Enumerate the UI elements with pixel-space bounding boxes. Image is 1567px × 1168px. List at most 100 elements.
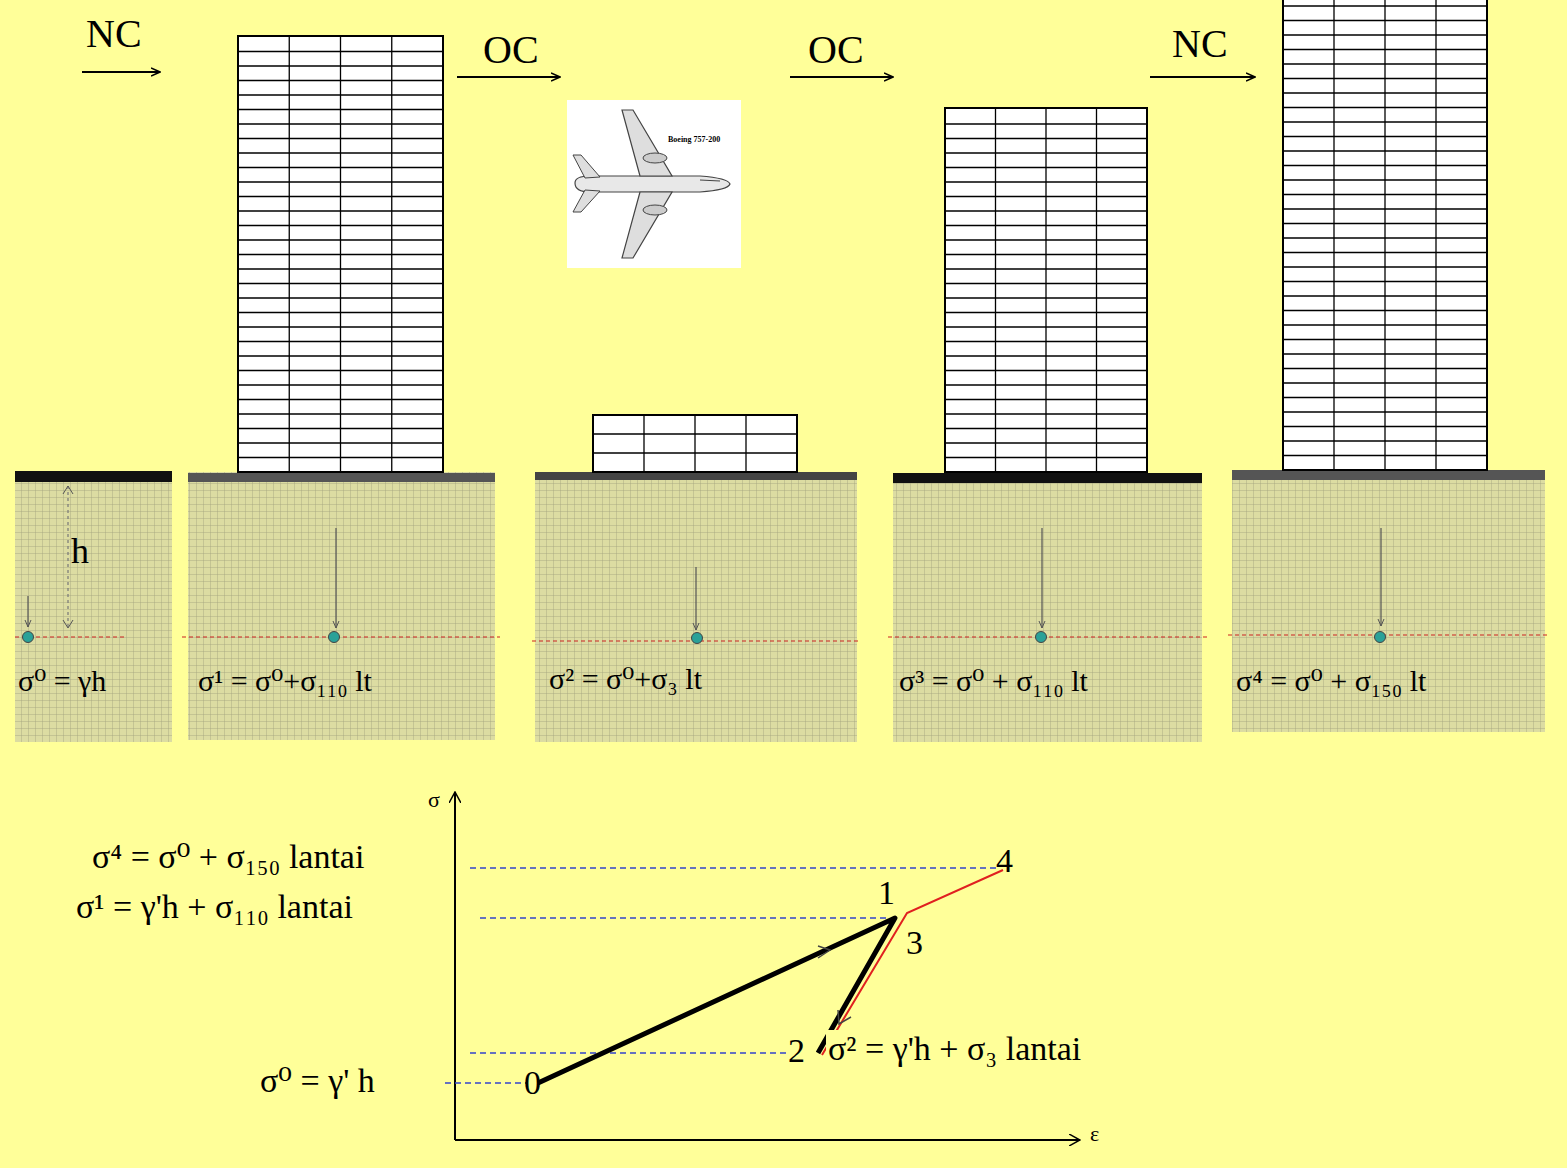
building-stroke xyxy=(238,341,443,342)
building-stroke xyxy=(995,108,996,472)
soil-panel: σ¹ = σ⁰+σ₁₁₀ lt xyxy=(188,472,495,740)
building-stroke xyxy=(1283,281,1487,282)
transition-arrows xyxy=(82,72,1255,77)
stress-formula: σ³ = σ⁰ + σ₁₁₀ lt xyxy=(899,664,1088,697)
building-stroke xyxy=(1283,324,1487,325)
building-stroke xyxy=(643,415,644,472)
axis-label-holder: ε xyxy=(1090,1122,1099,1146)
building-stroke xyxy=(238,312,443,313)
building-stroke xyxy=(945,312,1147,313)
building-stroke xyxy=(945,123,1147,124)
soil-panel: σ⁴ = σ⁰ + σ₁₅₀ lt xyxy=(1232,470,1545,732)
building-stroke xyxy=(1283,237,1487,238)
building-stroke xyxy=(945,326,1147,327)
building-stroke xyxy=(1283,5,1487,6)
building-stroke xyxy=(238,210,443,211)
building-stroke xyxy=(1283,440,1487,441)
building-stroke xyxy=(945,457,1147,458)
transition-label: OC xyxy=(483,28,539,72)
building-stroke xyxy=(945,268,1147,269)
building-stroke xyxy=(945,181,1147,182)
depth-label: h xyxy=(71,532,89,572)
axis-label: ε xyxy=(1090,1122,1099,1146)
stress-strain-graph xyxy=(445,792,1080,1140)
building xyxy=(945,108,1147,472)
transition-label: NC xyxy=(86,12,142,56)
point-number-holder: 2 xyxy=(788,1032,805,1069)
building-stroke xyxy=(945,384,1147,385)
stress-label: σ¹ = γ'h + σ₁₁₀ lantai xyxy=(74,888,355,925)
point-number-holder: 1 xyxy=(878,874,895,911)
building-stroke xyxy=(1283,49,1487,50)
building-stroke xyxy=(238,225,443,226)
building-stroke xyxy=(1283,136,1487,137)
building-stroke xyxy=(745,415,746,472)
building-stroke xyxy=(238,428,443,429)
building-stroke xyxy=(1283,368,1487,369)
stress-label-holder: σ⁰ = γ' h xyxy=(258,1062,377,1099)
point-number-holder: 4 xyxy=(996,842,1013,879)
building xyxy=(593,415,797,472)
building-stroke xyxy=(945,239,1147,240)
building-stroke xyxy=(945,297,1147,298)
soil-panel: h σ⁰ = γh xyxy=(15,472,172,742)
building-stroke xyxy=(1283,455,1487,456)
building-stroke xyxy=(1283,252,1487,253)
building-stroke xyxy=(1283,194,1487,195)
transition-label: OC xyxy=(808,28,864,72)
stress-formula: σ² = σ⁰+σ₃ lt xyxy=(549,662,702,695)
building-stroke xyxy=(238,123,443,124)
building-stroke xyxy=(1283,426,1487,427)
building-stroke xyxy=(945,355,1147,356)
stress-label-holder: σ¹ = γ'h + σ₁₁₀ lantai xyxy=(74,888,355,925)
stress-formula-holder: σ⁴ = σ⁰ + σ₁₅₀ lt xyxy=(1236,664,1426,697)
building-stroke xyxy=(945,152,1147,153)
building-stroke xyxy=(1283,353,1487,354)
building-stroke xyxy=(1283,179,1487,180)
building-stroke xyxy=(1283,63,1487,64)
building-stroke xyxy=(593,452,797,453)
depth-label-holder: h xyxy=(71,532,89,572)
building-stroke xyxy=(238,239,443,240)
building-stroke xyxy=(1283,266,1487,267)
building-stroke xyxy=(238,268,443,269)
building xyxy=(238,36,443,472)
building-stroke xyxy=(1283,208,1487,209)
building-stroke xyxy=(1283,92,1487,93)
axis-label: σ xyxy=(428,788,440,812)
building-stroke xyxy=(238,326,443,327)
building-stroke xyxy=(945,196,1147,197)
building-stroke xyxy=(945,254,1147,255)
building-stroke xyxy=(1435,0,1436,470)
stress-label-holder: σ⁴ = σ⁰ + σ₁₅₀ lantai xyxy=(90,838,366,875)
stress-formula-holder: σ² = σ⁰+σ₃ lt xyxy=(549,662,702,695)
building-stroke xyxy=(238,196,443,197)
building-stroke xyxy=(238,51,443,52)
building-stroke xyxy=(238,181,443,182)
soil-panel: σ² = σ⁰+σ₃ lt xyxy=(535,472,857,742)
building-stroke xyxy=(1045,108,1046,472)
building-stroke xyxy=(945,413,1147,414)
point-number: 2 xyxy=(788,1032,805,1069)
stress-formula-holder: σ⁰ = γh xyxy=(18,664,106,697)
stress-formula-holder: σ¹ = σ⁰+σ₁₁₀ lt xyxy=(198,664,372,697)
building-stroke xyxy=(1096,108,1097,472)
building-stroke xyxy=(238,370,443,371)
stress-label-holder: σ² = γ'h + σ₃ lantai xyxy=(826,1030,1083,1067)
point-number: 1 xyxy=(878,874,895,911)
stress-label: σ⁴ = σ⁰ + σ₁₅₀ lantai xyxy=(90,838,366,875)
stress-label: σ² = γ'h + σ₃ lantai xyxy=(826,1030,1083,1067)
point-number: 4 xyxy=(996,842,1013,879)
building-stroke xyxy=(238,442,443,443)
building-stroke xyxy=(945,210,1147,211)
building-stroke xyxy=(238,138,443,139)
building-stroke xyxy=(1283,34,1487,35)
building-stroke xyxy=(238,297,443,298)
building-stroke xyxy=(1283,339,1487,340)
building-stroke xyxy=(238,80,443,81)
building-stroke xyxy=(1283,411,1487,412)
building-stroke xyxy=(945,283,1147,284)
buildings xyxy=(238,0,1487,472)
building-stroke xyxy=(945,138,1147,139)
